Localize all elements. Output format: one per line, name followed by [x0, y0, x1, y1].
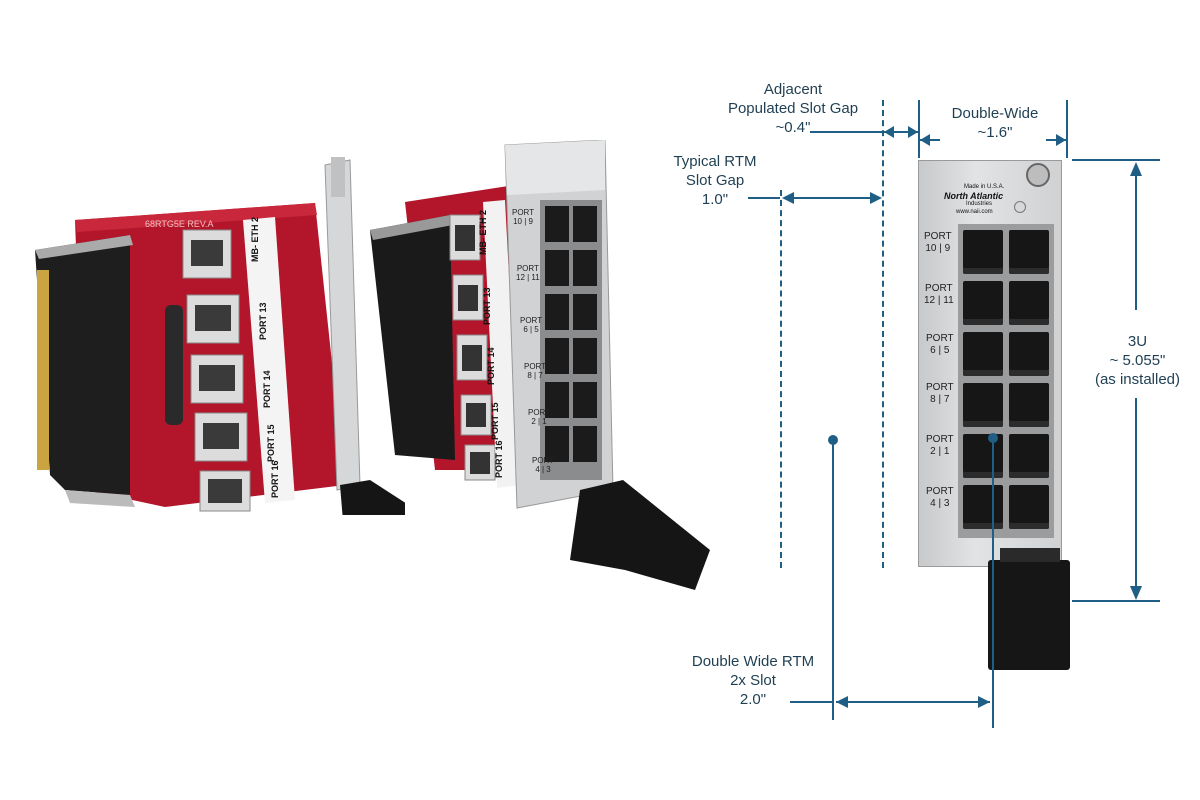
- left-card-silkscreen: 68RTG5E REV.A: [145, 219, 214, 229]
- double-wide-ext-left: [918, 100, 920, 158]
- rtm-slot-boundary-left: [780, 190, 782, 568]
- rj45-jack-icon: [1009, 332, 1049, 376]
- left-card-port16-label: PORT 16: [270, 460, 280, 498]
- double-slot-ext-right: [992, 438, 994, 728]
- rj45-jack-icon: [1009, 281, 1049, 325]
- adjacent-gap-leader: [810, 131, 882, 133]
- left-card-illustration: [35, 157, 405, 515]
- left-card-port14-label: PORT 14: [262, 370, 272, 408]
- typical-gap-leader: [748, 197, 780, 199]
- typical-gap-arrow: [790, 197, 874, 199]
- rj45-jack-icon: [1009, 434, 1049, 478]
- double-wide-arrowheads: [920, 134, 1066, 146]
- left-card-mb-label: MB- ETH 2: [250, 216, 260, 262]
- faceplate-logo: Made in U.S.A. North Atlantic Industries…: [944, 184, 1005, 215]
- rj45-jack-icon: [963, 485, 1003, 529]
- double-slot-label: Double Wide RTM 2x Slot 2.0": [691, 653, 815, 708]
- rtm-slot-boundary-right: [882, 100, 884, 568]
- typical-gap-arrowheads: [782, 192, 882, 204]
- adjacent-gap-arrowheads: [884, 126, 918, 138]
- height-label: 3U ~ 5.055" (as installed): [1080, 332, 1195, 389]
- double-slot-arrowheads: [836, 696, 990, 708]
- middle-card-connector: [370, 215, 455, 460]
- rj45-jack-icon: [1009, 230, 1049, 274]
- double-wide-label: Double-Wide ~1.6": [951, 105, 1039, 141]
- led-icon: [1014, 201, 1026, 213]
- middle-card-port14-label: PORT 14: [486, 347, 496, 385]
- height-dim-lower: [1135, 398, 1137, 592]
- left-card-connector: [35, 235, 130, 495]
- double-wide-ext-right: [1066, 100, 1068, 158]
- left-card-port13-label: PORT 13: [258, 302, 268, 340]
- left-card-handle: [340, 480, 405, 515]
- height-dim-upper: [1135, 170, 1137, 310]
- rj45-jack-icon: [1009, 485, 1049, 529]
- typical-gap-label: Typical RTM Slot Gap 1.0": [673, 153, 757, 208]
- middle-card-port16-label: PORT 16: [494, 440, 504, 478]
- middle-card-handle: [570, 480, 710, 590]
- middle-card-port15-label: PORT 15: [490, 402, 500, 440]
- double-slot-leader: [790, 701, 832, 703]
- rj45-jack-icon: [1009, 383, 1049, 427]
- left-card-port15-label: PORT 15: [266, 424, 276, 462]
- height-ext-top: [1072, 159, 1160, 161]
- double-slot-ext-left: [832, 440, 834, 720]
- height-arrowheads: [1130, 162, 1142, 600]
- adjacent-gap-label: Adjacent Populated Slot Gap ~0.4": [727, 81, 859, 136]
- screw-icon: [1026, 163, 1050, 187]
- faceplate-handle: [988, 560, 1070, 670]
- middle-card-port13-label: PORT 13: [482, 287, 492, 325]
- rj45-jack-icon: [963, 332, 1003, 376]
- middle-card-illustration: [370, 140, 710, 590]
- handle-top-bar: [1000, 548, 1060, 562]
- rj45-jack-icon: [963, 230, 1003, 274]
- height-ext-bottom: [1072, 600, 1160, 602]
- rj45-jack-icon: [963, 281, 1003, 325]
- rj45-jack-icon: [963, 383, 1003, 427]
- middle-card-mb-label: MB- ETH 2: [478, 209, 488, 255]
